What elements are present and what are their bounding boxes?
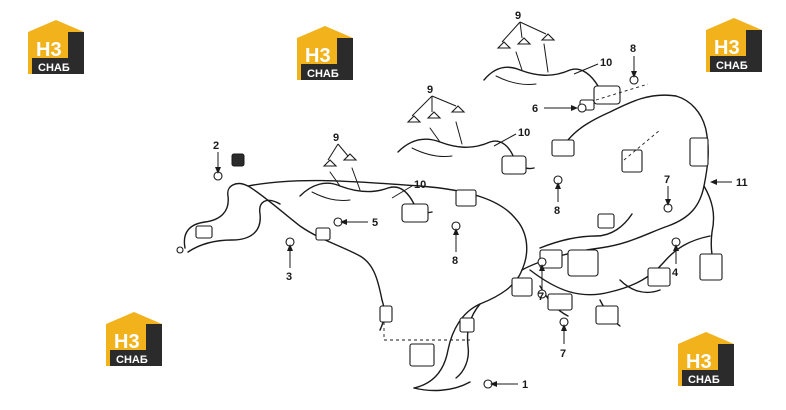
svg-text:2: 2	[213, 140, 219, 152]
callout-8-top: 8	[630, 43, 637, 78]
svg-text:10: 10	[414, 179, 426, 191]
svg-text:11: 11	[736, 177, 748, 189]
svg-text:7: 7	[538, 291, 544, 303]
main-harness	[183, 94, 721, 392]
svg-text:1: 1	[522, 379, 528, 391]
callout-1: 1	[490, 379, 528, 391]
svg-text:8: 8	[452, 255, 458, 267]
svg-text:7: 7	[560, 348, 566, 360]
svg-text:10: 10	[518, 127, 530, 139]
callout-9-left: 9	[327, 132, 349, 161]
callout-11: 11	[710, 177, 748, 189]
callout-9-middle: 9	[411, 84, 457, 117]
callout-6: 6	[532, 103, 578, 115]
svg-text:СНАБ: СНАБ	[116, 354, 148, 366]
svg-text:7: 7	[664, 174, 670, 186]
callout-7-right: 7	[664, 174, 671, 206]
svg-text:10: 10	[600, 57, 612, 69]
svg-text:8: 8	[554, 205, 560, 217]
callout-7-center: 7	[538, 264, 545, 303]
callout-3: 3	[286, 244, 293, 283]
svg-text:СНАБ: СНАБ	[716, 60, 748, 72]
callout-10-middle: 10	[493, 127, 530, 147]
callout-10-top: 10	[573, 57, 612, 75]
svg-text:3: 3	[286, 271, 292, 283]
callout-5: 5	[340, 217, 378, 229]
callout-8-middle: 8	[554, 182, 561, 217]
logo-top-center: H3 СНАБ	[297, 26, 353, 80]
svg-text:8: 8	[630, 43, 636, 55]
guide-lines	[383, 83, 661, 341]
callout-4: 4	[672, 244, 679, 279]
logo-top-right: H3 СНАБ	[706, 18, 762, 72]
callout-8-left: 8	[452, 228, 459, 267]
svg-text:H3: H3	[714, 37, 740, 59]
connectors	[195, 85, 723, 367]
logo-top-left: H3 СНАБ	[28, 20, 84, 74]
svg-text:СНАБ: СНАБ	[688, 374, 720, 386]
logo-bottom-right: H3 СНАБ	[678, 332, 734, 386]
svg-text:6: 6	[532, 103, 538, 115]
svg-text:H3: H3	[36, 39, 62, 61]
svg-text:4: 4	[672, 267, 679, 279]
svg-text:СНАБ: СНАБ	[38, 62, 70, 74]
logo-bottom-left: H3 СНАБ	[106, 312, 162, 366]
svg-text:9: 9	[427, 84, 433, 96]
callout-9-top: 9	[501, 10, 547, 43]
callout-2: 2	[213, 140, 221, 174]
svg-text:5: 5	[372, 217, 378, 229]
callout-7-bottom: 7	[560, 324, 567, 360]
svg-text:H3: H3	[305, 45, 331, 67]
svg-text:H3: H3	[114, 331, 140, 353]
svg-text:9: 9	[515, 10, 521, 22]
svg-text:9: 9	[333, 132, 339, 144]
svg-text:H3: H3	[686, 351, 712, 373]
callout-10-left: 10	[391, 179, 426, 199]
svg-text:СНАБ: СНАБ	[307, 68, 339, 80]
